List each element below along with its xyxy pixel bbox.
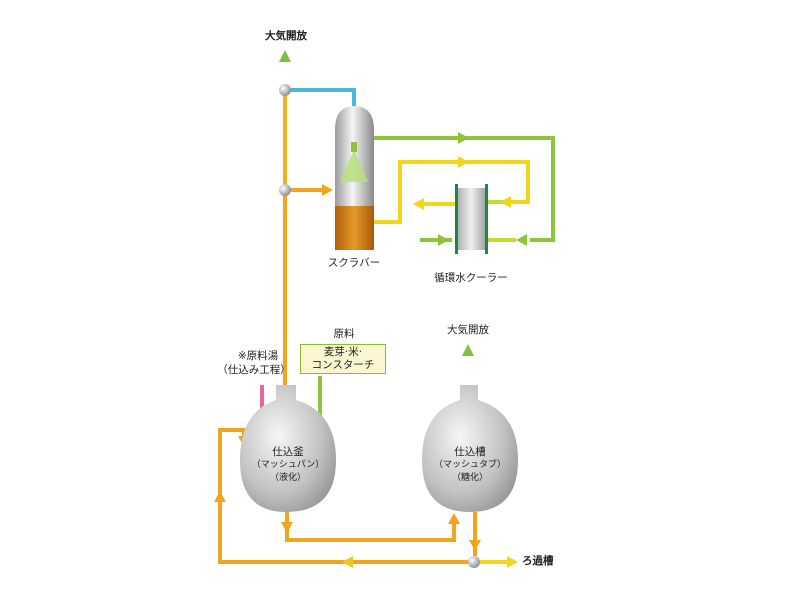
spray-supply-pipe (352, 136, 555, 242)
hot-water-label-1: ※原料湯 (237, 350, 279, 362)
spray-cone (340, 150, 368, 182)
recirc-arrow-bottom (342, 556, 353, 568)
tank-process: （糖化） (451, 473, 489, 483)
tank-subname: （マッシュタブ） (433, 460, 507, 470)
scrubber-inlet-arrow (322, 184, 333, 196)
valve-middle (279, 184, 291, 196)
lauter-label: ろ過槽 (522, 555, 554, 567)
tank-outlet-arrow (469, 540, 481, 551)
tank-name: 仕込槽 (454, 446, 486, 458)
spray-supply-arrow-right (516, 234, 527, 246)
raw-material-line2: コンスターチ (311, 359, 375, 371)
water-cooler (455, 184, 488, 254)
raw-material-box: 麦芽·米· コンスターチ (300, 344, 386, 374)
kettle-out-arrow (281, 522, 293, 533)
scrubber-outlet-pipe (374, 160, 530, 224)
vent-top-arrow (279, 50, 291, 62)
valve-upper (279, 84, 291, 96)
scrubber-vent-pipe (290, 88, 356, 106)
recirc-arrow-left (214, 491, 226, 502)
mash-kettle-vessel (240, 385, 336, 512)
kettle-subname: （マッシュパン） (251, 460, 325, 470)
raw-material-title: 原料 (333, 328, 355, 340)
cooler-left-top-arrow (413, 198, 424, 210)
cooler-left-bottom-arrow (438, 234, 449, 246)
mash-tank-vessel (422, 385, 518, 512)
hot-water-label-2: （仕込み工程） (217, 364, 291, 376)
kettle-name: 仕込釜 (272, 446, 304, 458)
scrubber-outlet-arrow (458, 156, 469, 168)
kettle-transfer-pipe (285, 512, 456, 542)
kettle-process: （液化） (269, 473, 307, 483)
valve-bottom (468, 556, 480, 568)
scrubber-column (335, 106, 374, 250)
scrubber-label: スクラバー (327, 257, 381, 269)
tank-vent-arrow (462, 344, 474, 356)
cooler-in-arrow (500, 196, 511, 208)
lauter-arrow (507, 556, 518, 568)
spray-supply-arrow-top (458, 132, 469, 144)
cooler-label: 循環水クーラー (434, 272, 508, 284)
tank-in-arrow (448, 513, 460, 524)
raw-material-line1: 麦芽·米· (323, 346, 363, 358)
vent-top-label: 大気開放 (265, 30, 307, 42)
vent-tank-label: 大気開放 (447, 324, 489, 336)
